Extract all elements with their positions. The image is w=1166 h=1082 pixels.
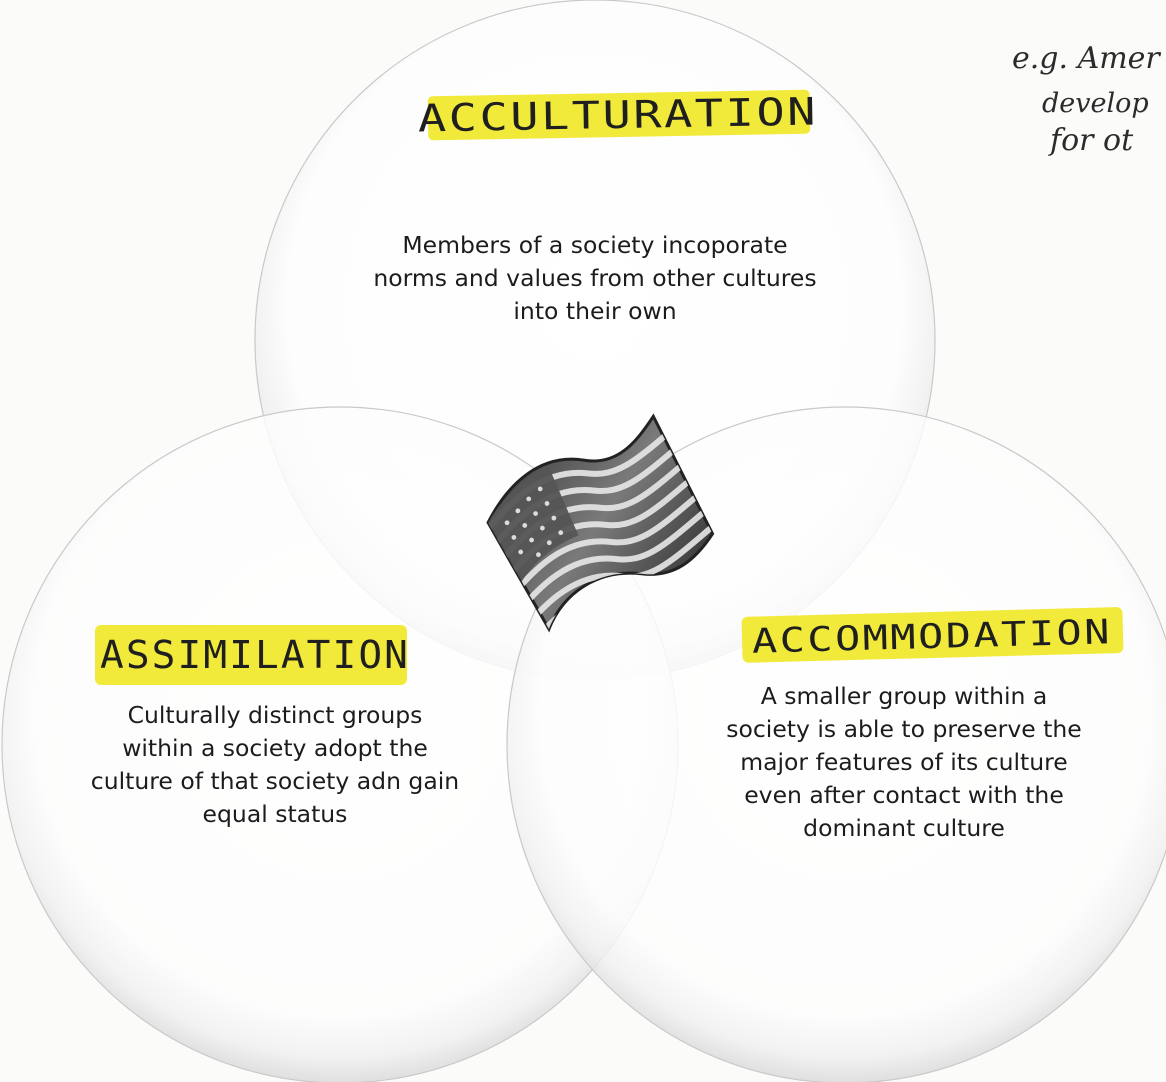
assimilation-description: Culturally distinct groups within a soci…	[60, 699, 490, 831]
acculturation-description-line: into their own	[513, 297, 677, 325]
accommodation-description-line: society is able to preserve the	[726, 715, 1082, 743]
accommodation-description-line: A smaller group within a	[760, 682, 1048, 710]
accommodation-description-line: major features of its culture	[740, 748, 1068, 776]
margin-note-line-1: e.g. Amer	[1012, 41, 1161, 76]
accommodation-title: ACCOMMODATION	[751, 612, 1112, 661]
acculturation-description-line: Members of a society incoporate	[402, 231, 788, 259]
accommodation-description: A smaller group within a society is able…	[694, 680, 1114, 845]
acculturation-description: Members of a society incoporate norms an…	[345, 229, 845, 328]
acculturation-description-line: norms and values from other cultures	[373, 264, 817, 292]
accommodation-description-line: dominant culture	[803, 814, 1005, 842]
margin-note-line-3: for ot	[1048, 123, 1134, 158]
acculturation-highlight	[427, 89, 811, 141]
assimilation-title: ASSIMILATION	[100, 633, 410, 677]
accommodation-highlight	[741, 607, 1124, 663]
assimilation-highlight	[95, 625, 407, 685]
margin-note-line-2: develop	[1042, 88, 1149, 119]
assimilation-description-line: equal status	[202, 800, 348, 828]
assimilation-description-line: Culturally distinct groups	[127, 701, 423, 729]
accommodation-description-line: even after contact with the	[744, 781, 1064, 809]
acculturation-title: ACCULTURATION	[418, 90, 819, 141]
assimilation-description-line: culture of that society adn gain	[90, 767, 460, 795]
assimilation-description-line: within a society adopt the	[122, 734, 428, 762]
accommodation-circle	[506, 406, 1166, 1082]
